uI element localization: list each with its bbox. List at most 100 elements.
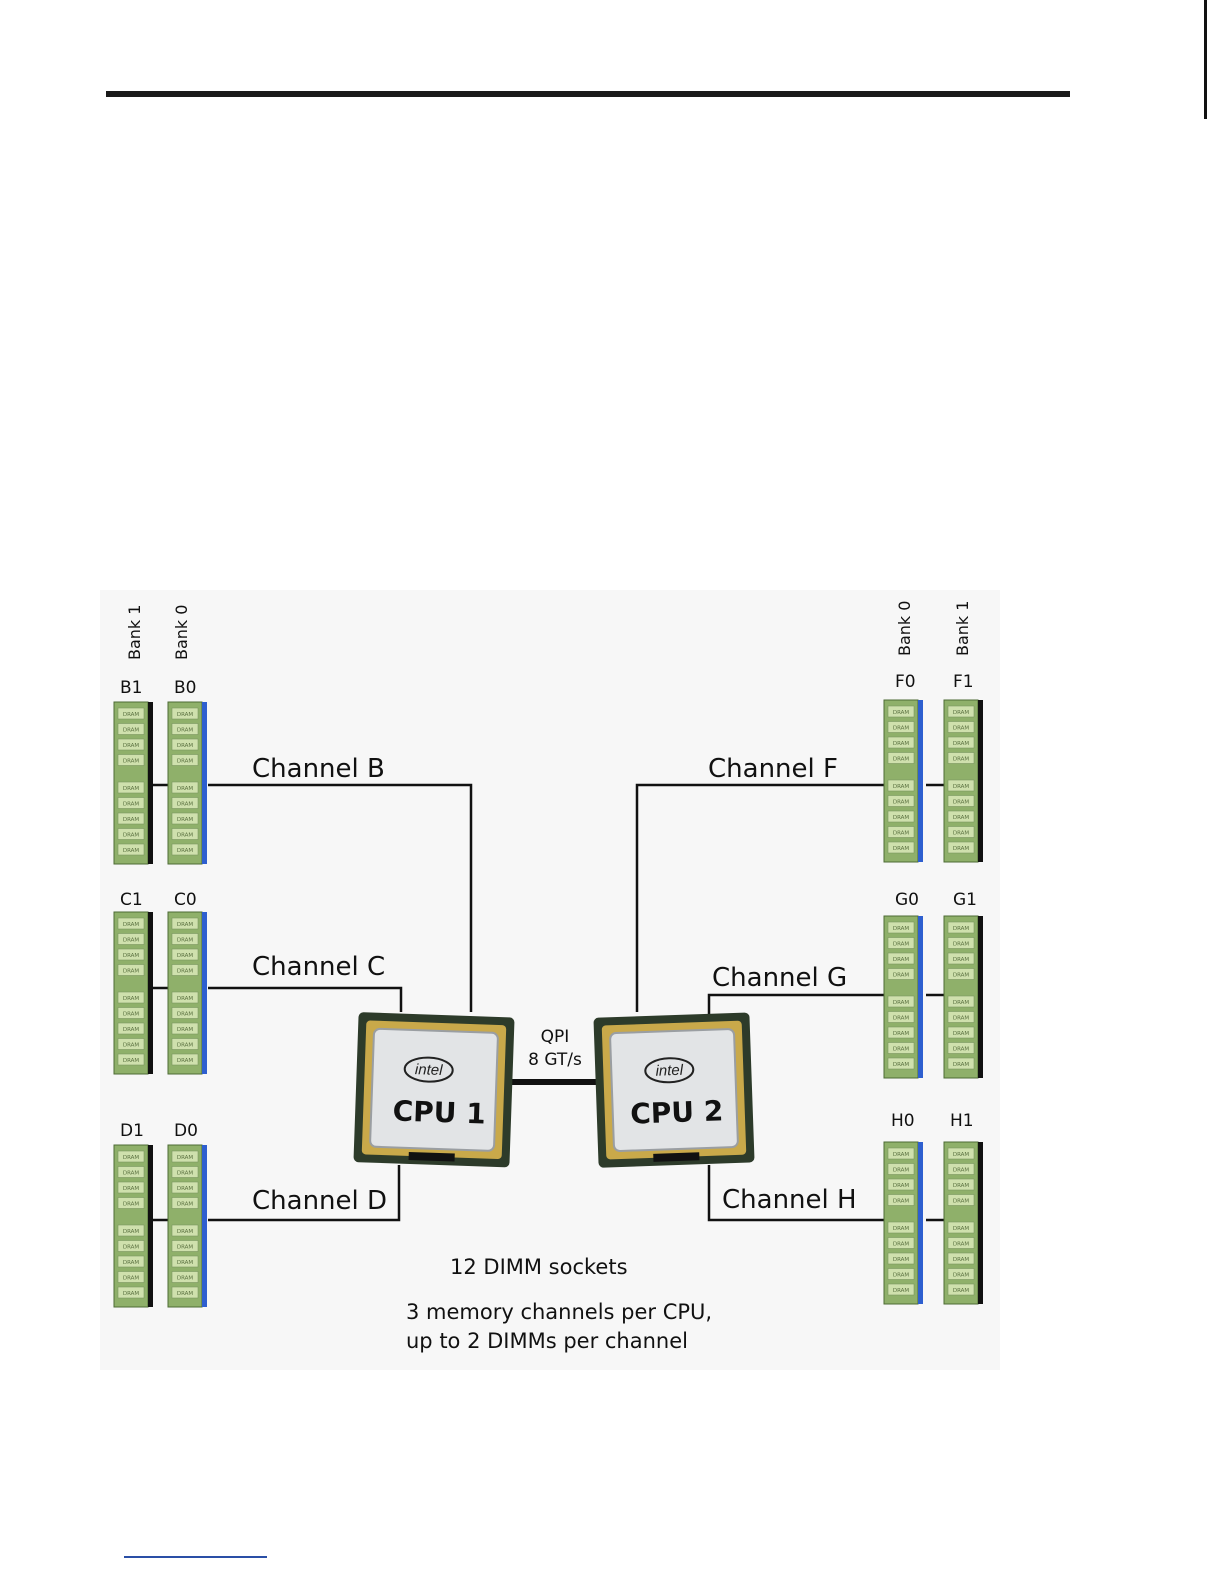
dram-chip <box>887 995 915 1008</box>
cpu-1: intel CPU 1 <box>353 1012 515 1168</box>
dram-chip <box>887 1194 915 1206</box>
dram-chip <box>117 1038 145 1050</box>
dram-chip-label: DRAM <box>123 728 140 734</box>
dram-chip <box>171 1224 199 1237</box>
channel-b-label: Channel B <box>252 754 385 784</box>
slot-label-b1: B1 <box>120 678 142 698</box>
dimm-f1-contact-edge <box>978 700 983 862</box>
dimm-c0-contact-edge <box>202 912 207 1074</box>
cpu-2-notch <box>653 1152 700 1162</box>
dram-chip <box>887 721 915 733</box>
bank-label-right-0: Bank 0 <box>895 601 914 656</box>
slot-label-d1: D1 <box>120 1121 144 1141</box>
dram-chip-label: DRAM <box>123 1186 140 1192</box>
dram-chip-label: DRAM <box>953 942 970 948</box>
dram-chip <box>117 738 145 751</box>
dram-chip <box>171 1240 199 1252</box>
dram-chip <box>171 723 199 735</box>
channel-f-label: Channel F <box>708 754 838 784</box>
dram-chip <box>887 1237 915 1249</box>
dram-chip-label: DRAM <box>123 969 140 975</box>
dram-chip <box>117 1007 145 1019</box>
dram-chip-label: DRAM <box>123 1012 140 1018</box>
dram-chip-label: DRAM <box>123 743 140 749</box>
footer-link-underline <box>124 1556 267 1558</box>
dram-chip <box>947 795 975 807</box>
dram-chip-label: DRAM <box>177 922 194 928</box>
dram-chip <box>117 933 145 945</box>
dram-chip <box>117 1022 145 1035</box>
dram-chip <box>117 797 145 809</box>
dram-chip <box>117 843 145 856</box>
wire-channel-f <box>635 783 884 1012</box>
dram-chip-label: DRAM <box>893 1242 910 1248</box>
dram-chip <box>171 1150 199 1163</box>
bank-label-left-0: Bank 0 <box>172 605 191 660</box>
dram-chip-label: DRAM <box>953 815 970 821</box>
dram-chip-label: DRAM <box>953 1000 970 1006</box>
dram-chip-label: DRAM <box>123 786 140 792</box>
dram-chip <box>171 1181 199 1194</box>
channel-d-label: Channel D <box>252 1186 387 1216</box>
dram-chip-label: DRAM <box>953 1199 970 1205</box>
dram-chip <box>117 964 145 976</box>
dram-chip-label: DRAM <box>893 973 910 979</box>
bank-label-right-1: Bank 1 <box>953 601 972 656</box>
dram-chip-label: DRAM <box>893 1273 910 1279</box>
dram-chip <box>171 781 199 794</box>
dram-chip-label: DRAM <box>177 938 194 944</box>
dram-chip <box>947 1178 975 1191</box>
dimm-h1-contact-edge <box>978 1142 983 1304</box>
dram-chip <box>171 797 199 809</box>
dram-chip-label: DRAM <box>893 1168 910 1174</box>
cpu-2-heatspreader <box>609 1028 739 1152</box>
slot-label-g1: G1 <box>953 890 977 910</box>
dram-chip-label: DRAM <box>893 1199 910 1205</box>
dram-chip-label: DRAM <box>893 1183 910 1189</box>
dram-chip-label: DRAM <box>893 1062 910 1068</box>
dram-chip-label: DRAM <box>893 815 910 821</box>
dram-chip-label: DRAM <box>953 1257 970 1263</box>
dram-chip-label: DRAM <box>177 712 194 718</box>
channel-h-label: Channel H <box>722 1185 857 1215</box>
dram-chip-label: DRAM <box>953 831 970 837</box>
channels-note-line2: up to 2 DIMMs per channel <box>406 1329 688 1353</box>
dram-chip <box>171 1022 199 1035</box>
dram-chip-label: DRAM <box>177 1260 194 1266</box>
dram-chip-label: DRAM <box>177 1245 194 1251</box>
dram-chip-label: DRAM <box>893 957 910 963</box>
dram-chip <box>947 952 975 965</box>
dram-chip <box>887 1011 915 1023</box>
dram-chip-label: DRAM <box>123 953 140 959</box>
dram-chip <box>171 812 199 825</box>
dram-chip <box>947 1194 975 1206</box>
qpi-label: QPI <box>541 1027 570 1047</box>
dram-chip-label: DRAM <box>953 1242 970 1248</box>
dram-chip-label: DRAM <box>953 1047 970 1053</box>
dimm-h0-contact-edge <box>918 1142 923 1304</box>
dimm-b0-contact-edge <box>202 702 207 864</box>
dimm-g1-contact-edge <box>978 916 983 1078</box>
dimm-d1-contact-edge <box>148 1145 153 1307</box>
dram-chip-label: DRAM <box>893 726 910 732</box>
dram-chip <box>117 991 145 1004</box>
dram-chip-label: DRAM <box>177 953 194 959</box>
cpu-2: intel CPU 2 <box>593 1012 755 1168</box>
qpi-speed: 8 GT/s <box>528 1050 582 1070</box>
dram-chip-label: DRAM <box>123 848 140 854</box>
dram-chip <box>947 1042 975 1054</box>
slot-label-b0: B0 <box>174 678 196 698</box>
dram-chip <box>887 937 915 949</box>
dram-chip-label: DRAM <box>177 1186 194 1192</box>
dram-chip-label: DRAM <box>953 1273 970 1279</box>
dram-chip <box>171 1197 199 1209</box>
dram-chip-label: DRAM <box>953 957 970 963</box>
dram-chip <box>887 1178 915 1191</box>
dram-chip-label: DRAM <box>123 1171 140 1177</box>
dram-chip-label: DRAM <box>893 831 910 837</box>
dram-chip-label: DRAM <box>893 784 910 790</box>
wire-channel-g <box>707 993 884 1014</box>
